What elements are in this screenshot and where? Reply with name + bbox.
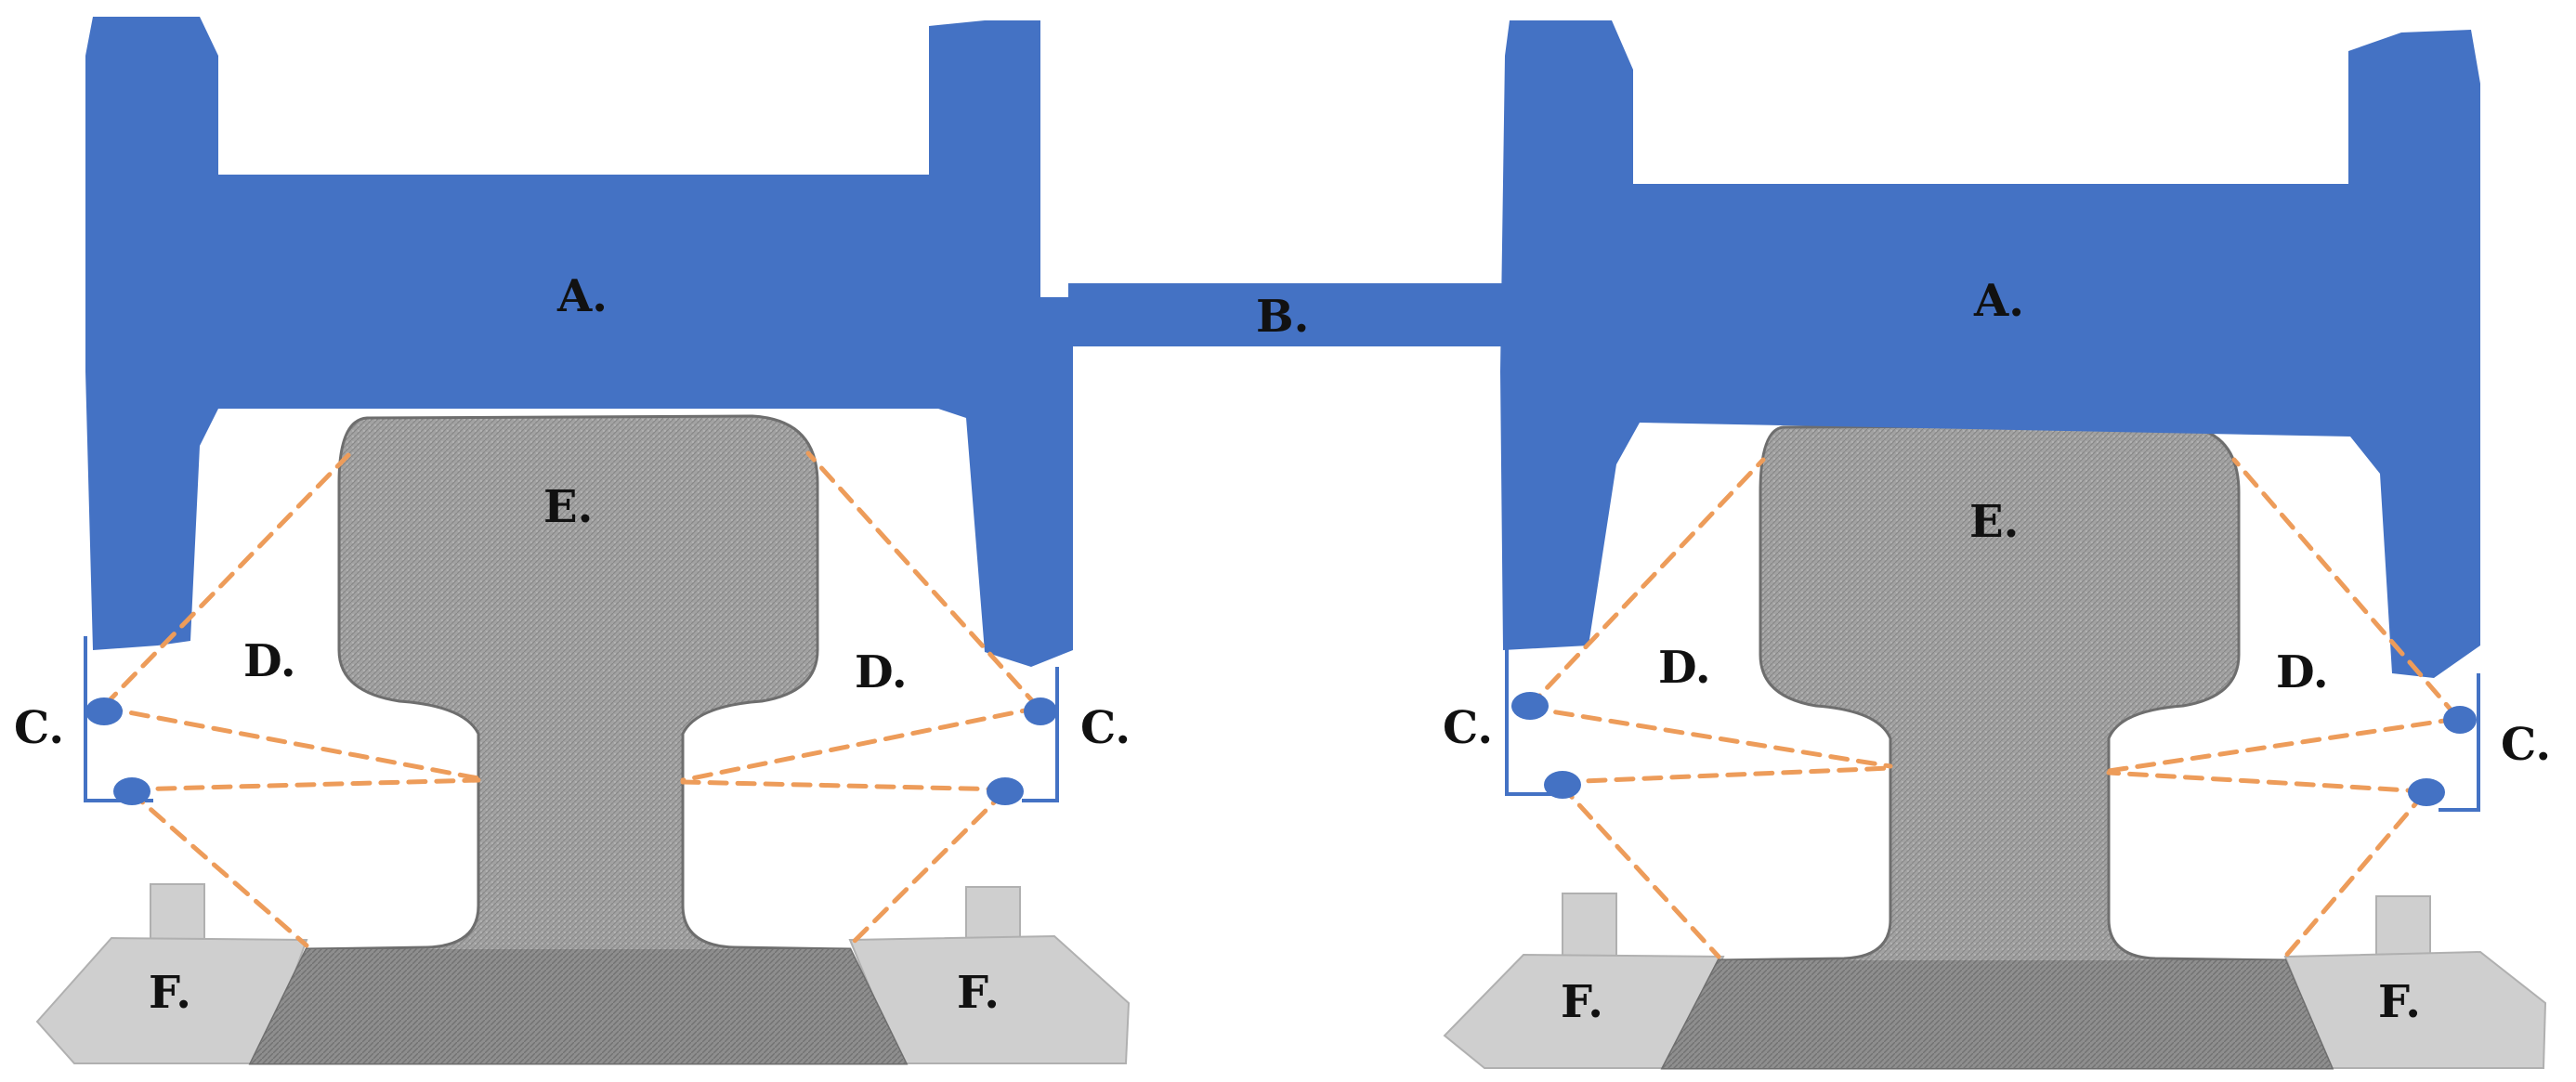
right-sensor-right-bottom: [2408, 778, 2445, 806]
right-sensor-frame-left: [1505, 641, 1561, 796]
right-clip-label-right: F.: [2378, 976, 2421, 1028]
left-beams-label-left: D.: [243, 635, 296, 687]
right-beams-label-left: D.: [1658, 642, 1711, 694]
right-sensor-frame-right: [2439, 673, 2480, 812]
right-sensor-label-left: C.: [1443, 702, 1493, 754]
left-rail-label: E.: [543, 481, 593, 533]
left-sensor-left-top: [85, 697, 123, 725]
left-sensor-frame-right: [1022, 667, 1059, 802]
right-rail-clip-right: [2283, 895, 2547, 1069]
left-beams-label-right: D.: [855, 646, 908, 698]
right-carriage-label: A.: [1973, 275, 2024, 327]
left-rail-base: [251, 949, 906, 1063]
right-sensor-beams: [1525, 457, 2460, 959]
left-sensor-label-left: C.: [14, 702, 64, 754]
left-assembly: A. E. D. D. C. C. F. F.: [14, 17, 1131, 1065]
right-beams-label-right: D.: [2276, 646, 2329, 698]
left-clip-label-right: F.: [957, 967, 1000, 1019]
right-carriage: [1500, 20, 2480, 678]
right-assembly: A. E. D. D. C. C. F. F.: [1443, 20, 2551, 1070]
right-clip-label-left: F.: [1561, 976, 1603, 1028]
left-sensor-right-top: [1024, 697, 1057, 725]
left-sensor-label-right: C.: [1080, 702, 1131, 754]
left-clip-label-left: F.: [149, 967, 191, 1019]
right-sensor-label-right: C.: [2501, 719, 2551, 771]
left-sensor-left-bottom: [113, 777, 150, 805]
right-sensor-right-top: [2443, 706, 2477, 734]
left-carriage-label: A.: [556, 270, 608, 322]
right-rail-label: E.: [1969, 496, 2019, 548]
left-sensor-right-bottom: [987, 777, 1024, 805]
right-sensor-left-bottom: [1544, 771, 1581, 799]
left-sensor-beams: [101, 450, 1041, 948]
right-sensor-left-top: [1511, 692, 1549, 720]
connector-bar: [1068, 283, 1505, 346]
left-carriage: [85, 17, 1073, 667]
connector-label: B.: [1256, 291, 1309, 343]
right-rail-base: [1663, 960, 2332, 1068]
right-rail-clip-left: [1443, 893, 1725, 1069]
left-rail-clip-left: [35, 883, 308, 1064]
